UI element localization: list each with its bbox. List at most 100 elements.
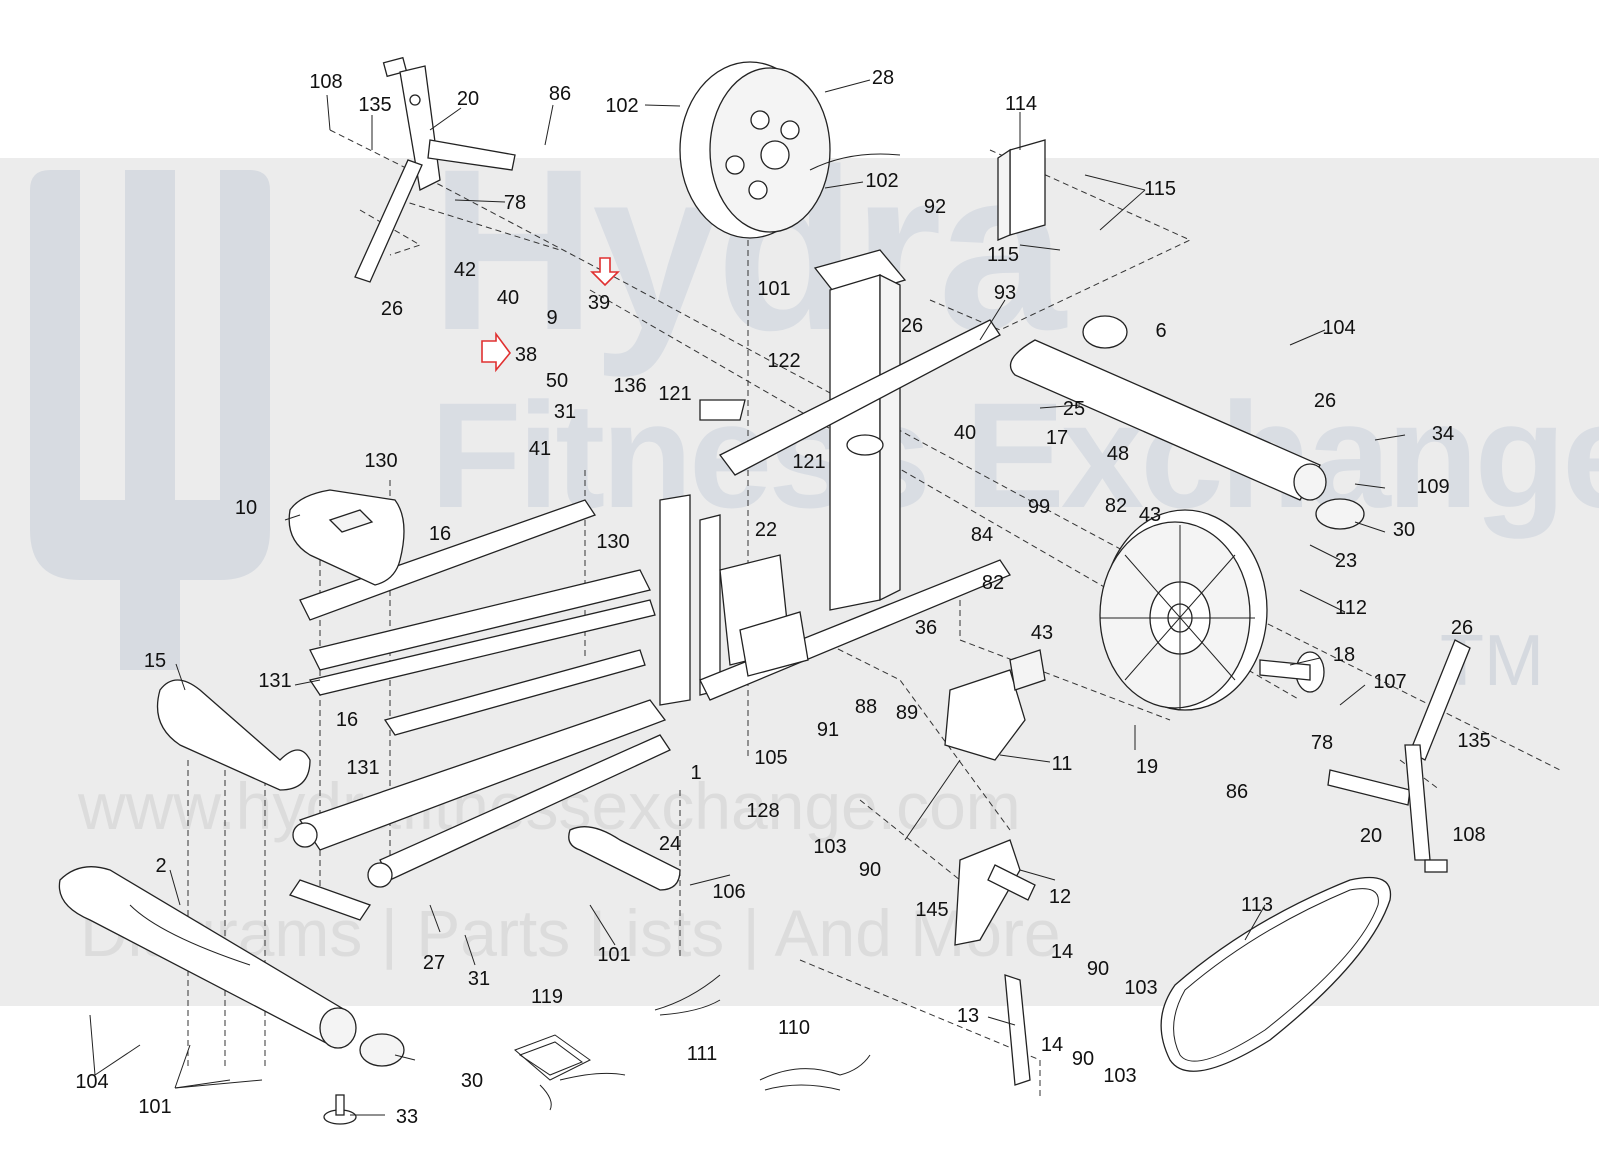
callout-36: 36 [914, 617, 938, 639]
callout-92: 92 [923, 196, 947, 218]
upright-column [813, 249, 907, 611]
callout-78: 78 [1310, 732, 1334, 754]
callout-14: 14 [1040, 1034, 1064, 1056]
part-6-crossbar [1009, 315, 1327, 501]
leader-lines [89, 79, 1406, 1116]
callout-121: 121 [658, 383, 692, 405]
callout-102: 102 [865, 170, 899, 192]
callout-26: 26 [900, 315, 924, 337]
part-20-right-arm [1327, 639, 1471, 873]
callout-1: 1 [690, 762, 702, 784]
callout-108: 108 [1452, 824, 1486, 846]
callout-26: 26 [380, 298, 404, 320]
callout-122: 122 [767, 350, 801, 372]
callout-19: 19 [1135, 756, 1159, 778]
callout-91: 91 [816, 719, 840, 741]
callout-115: 115 [987, 244, 1019, 266]
callout-108: 108 [309, 71, 343, 93]
callout-42: 42 [453, 259, 477, 281]
callout-26: 26 [1313, 390, 1337, 412]
callout-103: 103 [1103, 1065, 1137, 1087]
part-10-cover [288, 489, 405, 586]
callout-86: 86 [1225, 781, 1249, 803]
callout-110: 110 [778, 1017, 810, 1039]
callout-106: 106 [712, 881, 746, 903]
callout-30: 30 [460, 1070, 484, 1092]
callout-27: 27 [422, 952, 446, 974]
callout-6: 6 [1155, 320, 1167, 342]
callout-24: 24 [658, 833, 682, 855]
callout-89: 89 [895, 702, 919, 724]
callout-104: 104 [75, 1071, 109, 1093]
callout-121: 121 [792, 451, 826, 473]
callout-13: 13 [956, 1005, 980, 1027]
callout-99: 99 [1027, 496, 1051, 518]
highlight-arrows [481, 257, 620, 373]
part-33-foot [323, 1094, 357, 1125]
part-113-belt [1160, 876, 1392, 1072]
callout-10: 10 [234, 497, 258, 519]
callout-50: 50 [545, 370, 569, 392]
part-12-bracket [954, 839, 1036, 946]
callout-131: 131 [346, 757, 380, 779]
callout-103: 103 [1124, 977, 1158, 999]
callout-130: 130 [596, 531, 630, 553]
callout-9: 9 [546, 307, 558, 329]
callout-135: 135 [358, 94, 392, 116]
part-16-rails [299, 499, 656, 736]
callout-33: 33 [395, 1106, 419, 1128]
callout-130: 130 [364, 450, 398, 472]
callout-20: 20 [1359, 825, 1383, 847]
callout-114: 114 [1005, 93, 1037, 115]
part-18-axle [1259, 651, 1325, 693]
callout-43: 43 [1030, 622, 1054, 644]
callout-86: 86 [548, 83, 572, 105]
highlight-arrow-38-icon [481, 331, 512, 373]
callout-136: 136 [613, 375, 647, 397]
callout-135: 135 [1457, 730, 1491, 752]
callout-40: 40 [496, 287, 520, 309]
callout-90: 90 [858, 859, 882, 881]
callout-17: 17 [1045, 427, 1069, 449]
callout-16: 16 [335, 709, 359, 731]
callout-40: 40 [953, 422, 977, 444]
lower-tray [288, 699, 671, 921]
callout-14: 14 [1050, 941, 1074, 963]
callout-2: 2 [155, 855, 167, 877]
part-28-pulley [679, 61, 901, 239]
part-15-handlebar [156, 679, 311, 791]
callout-23: 23 [1334, 550, 1358, 572]
callout-18: 18 [1332, 644, 1356, 666]
callout-109: 109 [1416, 476, 1450, 498]
callout-101: 101 [597, 944, 631, 966]
callout-15: 15 [143, 650, 167, 672]
callout-84: 84 [970, 524, 994, 546]
callout-105: 105 [754, 747, 788, 769]
part-11-motor [904, 649, 1046, 841]
callout-112: 112 [1335, 597, 1367, 619]
callout-88: 88 [854, 696, 878, 718]
callout-43: 43 [1138, 504, 1162, 526]
callout-30: 30 [1392, 519, 1416, 541]
part-19-flywheel [1099, 509, 1268, 711]
callout-25: 25 [1062, 398, 1086, 420]
callout-93: 93 [993, 282, 1017, 304]
callout-48: 48 [1106, 443, 1130, 465]
callout-119: 119 [531, 986, 563, 1008]
callout-104: 104 [1322, 317, 1356, 339]
callout-12: 12 [1048, 886, 1072, 908]
callout-22: 22 [754, 519, 778, 541]
callout-28: 28 [871, 67, 895, 89]
highlight-arrow-39-icon [590, 257, 620, 287]
part-2-base [58, 866, 357, 1049]
callout-145: 145 [915, 899, 949, 921]
part-13-arm [1004, 974, 1031, 1086]
part-30-endcaps [359, 498, 1365, 1067]
callout-103: 103 [813, 836, 847, 858]
callout-107: 107 [1373, 671, 1407, 693]
callout-131: 131 [258, 670, 292, 692]
callout-31: 31 [467, 968, 491, 990]
part-114-board [997, 139, 1046, 241]
callout-26: 26 [1450, 617, 1474, 639]
